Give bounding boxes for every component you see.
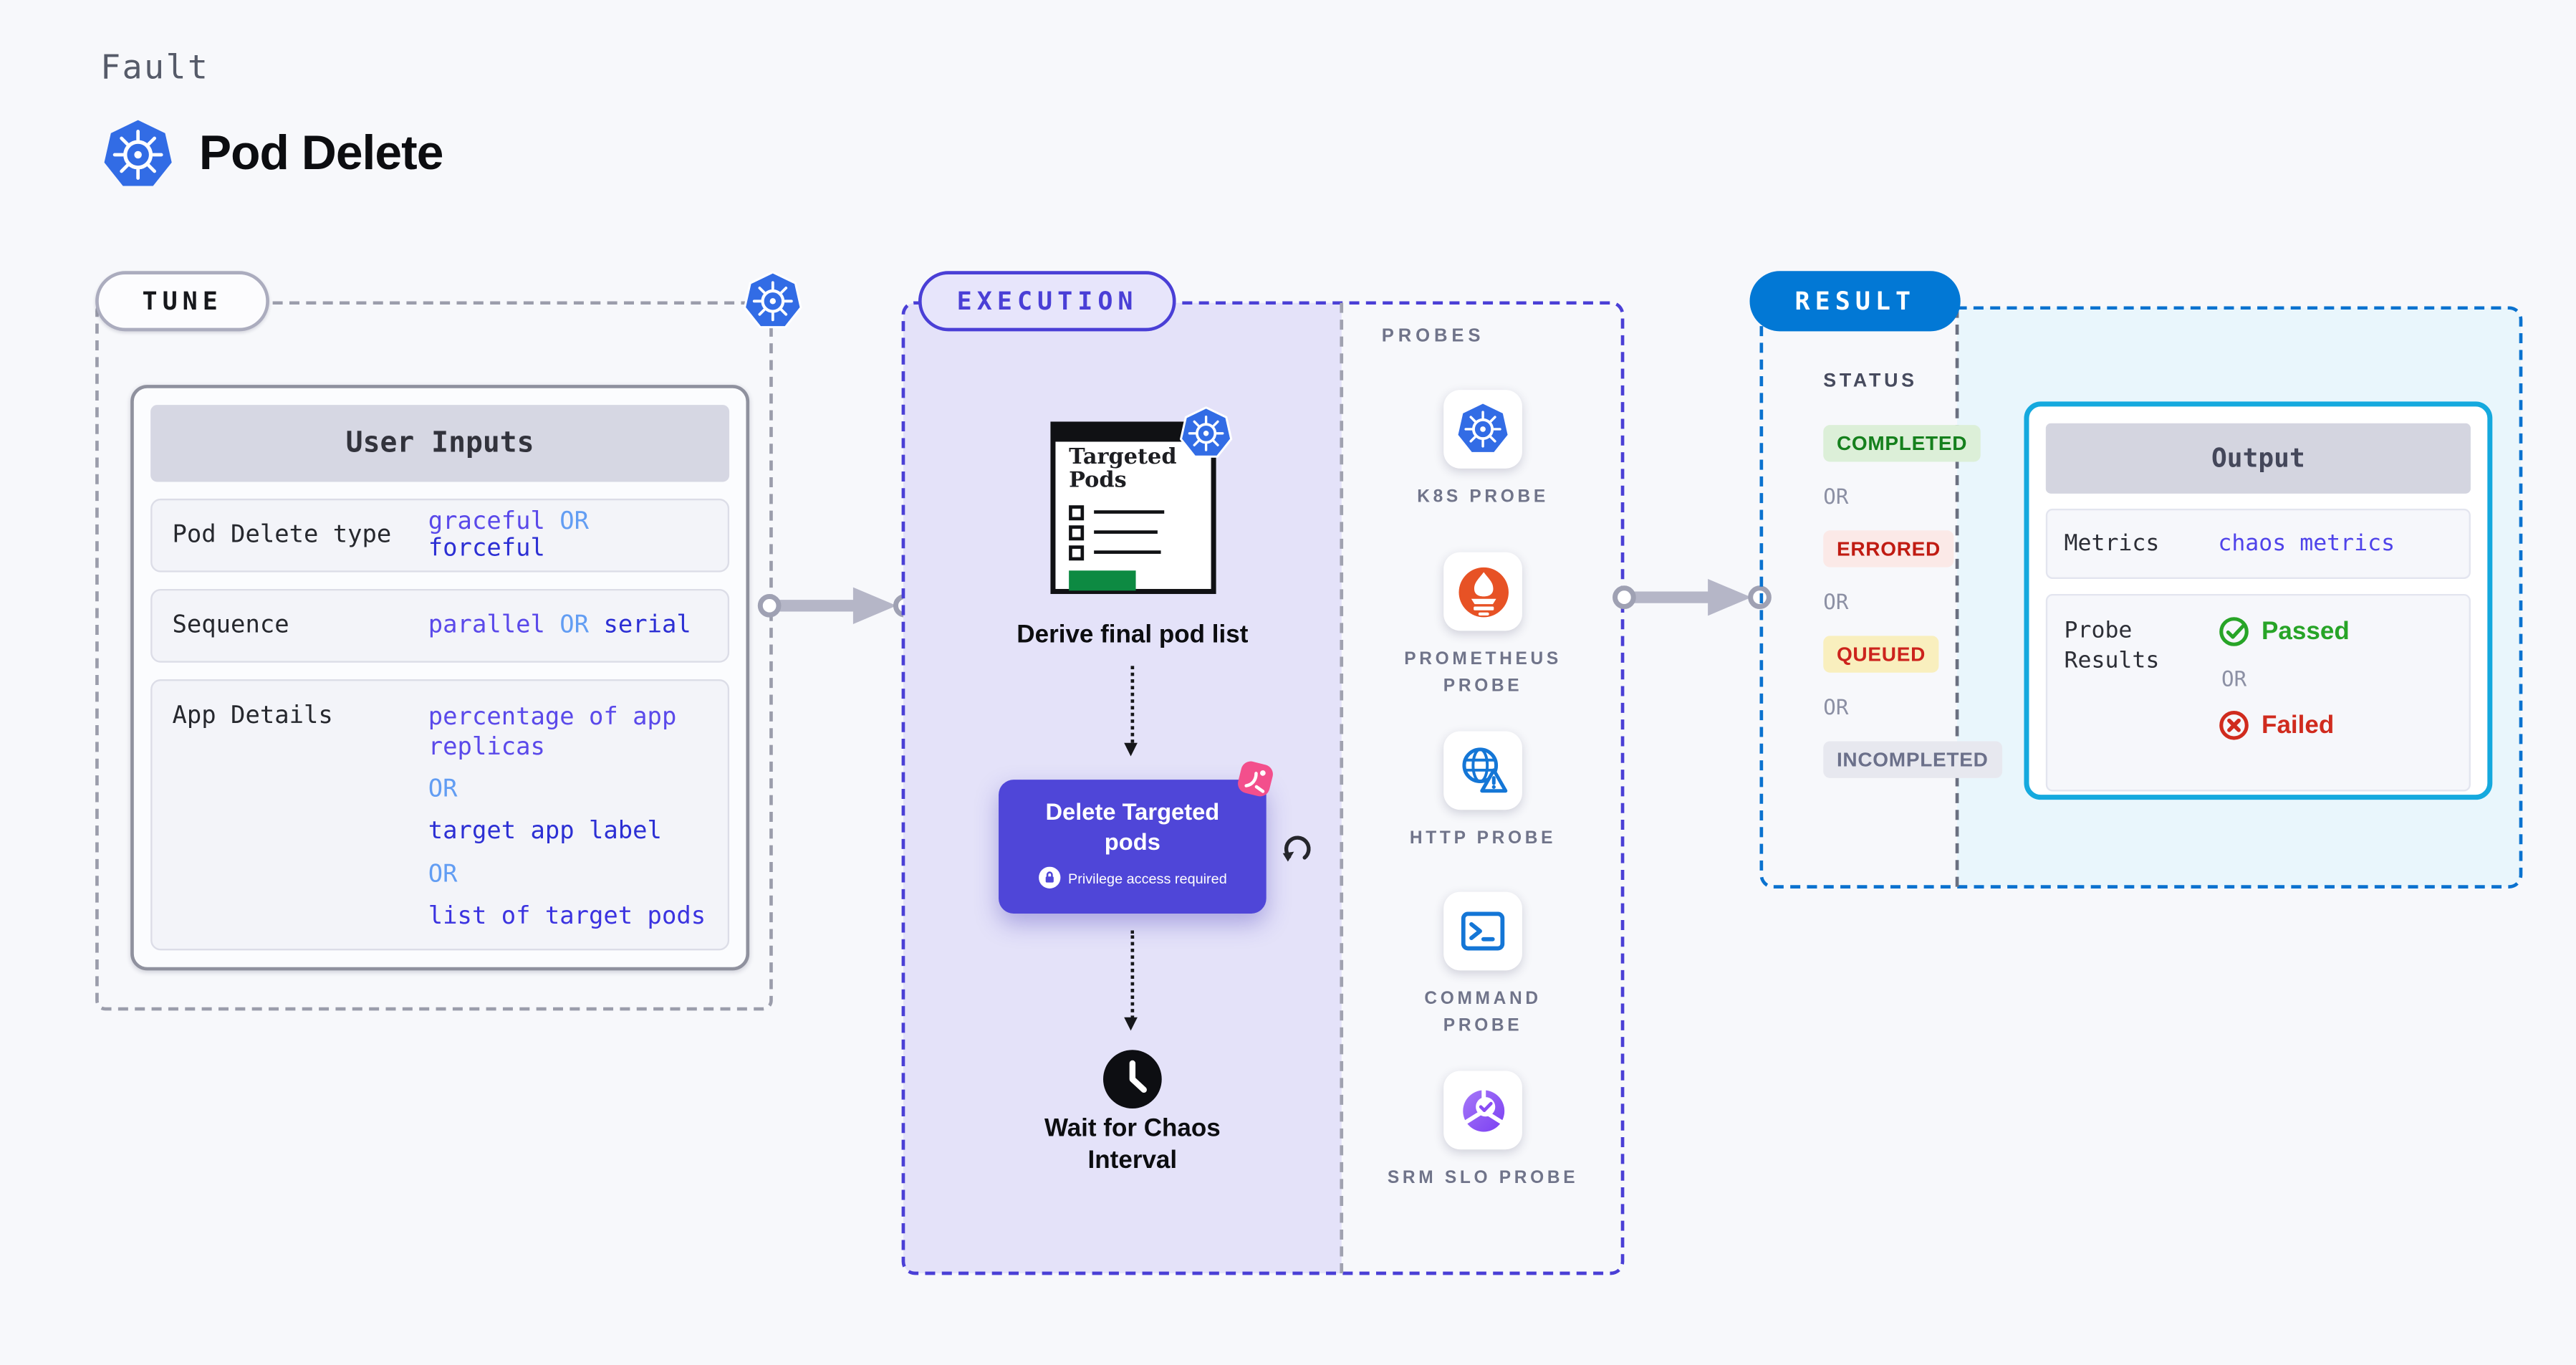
- probe-label: SRM SLO PROBE: [1387, 1167, 1579, 1188]
- probe-label: HTTP PROBE: [1409, 828, 1557, 848]
- checkbox-icon: [1069, 504, 1085, 520]
- execution-probes-divider: [1340, 302, 1344, 1274]
- derive-pod-list-caption: Derive final pod list: [1017, 621, 1249, 650]
- flow-connector: [1124, 666, 1138, 757]
- user-inputs-header: User Inputs: [150, 405, 730, 482]
- flow-arrow-icon: [757, 587, 917, 624]
- status-column: STATUS COMPLETED OR ERRORED OR QUEUED OR…: [1823, 371, 2002, 778]
- probe-label: K8S PROBE: [1417, 487, 1549, 507]
- fault-eyebrow: Fault: [100, 47, 210, 87]
- result-section-box: [1759, 306, 2523, 889]
- failed-label: Failed: [2262, 711, 2335, 740]
- chaos-icon: [1238, 761, 1273, 797]
- status-badge-queued: QUEUED: [1823, 636, 1939, 673]
- status-title: STATUS: [1823, 371, 1918, 392]
- metrics-row: Metrics chaos metrics: [2045, 508, 2471, 579]
- flow-connector: [1124, 930, 1138, 1031]
- delete-targeted-pods-node: Delete Targeted pods Privilege access re…: [999, 780, 1267, 914]
- status-badge-incompleted: INCOMPLETED: [1823, 741, 2002, 778]
- delete-node-title: Delete Targeted pods: [1045, 798, 1220, 856]
- privilege-note: Privilege access required: [1067, 869, 1227, 887]
- probe-results-label: Probe Results: [2064, 617, 2160, 675]
- x-circle-icon: [2219, 710, 2249, 740]
- prometheus-probe-card: [1443, 552, 1522, 631]
- status-output-divider: [1955, 307, 1959, 887]
- tune-section-box: [95, 301, 773, 1011]
- check-circle-icon: [2219, 617, 2249, 646]
- execution-section-box: [901, 301, 1625, 1275]
- execution-badge: EXECUTION: [918, 271, 1177, 332]
- k8s-probe-card: [1443, 390, 1522, 469]
- metrics-value: chaos metrics: [2218, 530, 2395, 557]
- checkbox-icon: [1069, 525, 1085, 540]
- probe-label: PROMETHEUS PROBE: [1404, 649, 1562, 697]
- window-titlebar: [1054, 425, 1213, 442]
- passed-label: Passed: [2262, 617, 2350, 646]
- status-badge-errored: ERRORED: [1823, 530, 1954, 567]
- metrics-label: Metrics: [2064, 530, 2160, 557]
- targeted-pods-title: Targeted Pods: [1069, 445, 1177, 494]
- table-row: App Details percentage of app replicas O…: [150, 679, 730, 951]
- or-separator: OR: [1823, 694, 1849, 720]
- http-probe-card: [1443, 731, 1522, 810]
- or-separator: OR: [2221, 666, 2247, 691]
- tune-badge: TUNE: [95, 271, 270, 332]
- probe-results-row: Probe Results Passed OR Failed: [2045, 593, 2471, 792]
- globe-warning-icon: [1461, 747, 1507, 792]
- refresh-icon: [1282, 835, 1311, 862]
- green-button-bar: [1069, 570, 1136, 590]
- prometheus-icon: [1458, 566, 1508, 617]
- srm-slo-probe-card: [1443, 1071, 1522, 1150]
- kubernetes-icon: [1179, 406, 1233, 458]
- command-probe-card: [1443, 891, 1522, 971]
- output-header: Output: [2045, 423, 2471, 494]
- status-badge-completed: COMPLETED: [1823, 425, 1981, 462]
- row-label: App Details: [172, 702, 333, 730]
- row-label: Pod Delete type: [172, 522, 392, 549]
- output-card: Output Metrics chaos metrics Probe Resul…: [2024, 401, 2493, 800]
- kubernetes-icon: [104, 120, 172, 186]
- or-separator: OR: [1823, 588, 1849, 614]
- clock-icon: [1102, 1050, 1162, 1109]
- kubernetes-icon: [1458, 403, 1508, 452]
- wait-chaos-caption: Wait for Chaos Interval: [1044, 1114, 1221, 1174]
- row-value: percentage of app replicas OR target app…: [428, 704, 706, 930]
- terminal-icon: [1461, 911, 1505, 951]
- targeted-pods-node: Targeted Pods: [1050, 421, 1216, 594]
- slo-check-icon: [1462, 1088, 1504, 1131]
- result-badge: RESULT: [1749, 271, 1961, 332]
- row-value: parallel OR serial: [428, 612, 691, 640]
- lock-icon: [1037, 867, 1060, 889]
- row-label: Sequence: [172, 612, 289, 640]
- row-value: graceful OR forceful: [428, 508, 590, 562]
- or-separator: OR: [1823, 483, 1849, 509]
- probe-label: COMMAND PROBE: [1424, 989, 1542, 1037]
- user-inputs-table: User Inputs Pod Delete type graceful OR …: [130, 385, 750, 971]
- page-title: Pod Delete: [198, 127, 444, 181]
- probe-results-values: Passed OR Failed: [2218, 616, 2350, 790]
- flow-arrow-icon: [1613, 578, 1772, 616]
- table-row: Pod Delete type graceful OR forceful: [150, 498, 730, 573]
- probes-title: PROBES: [1381, 326, 1485, 347]
- kubernetes-icon: [743, 271, 802, 329]
- checkbox-icon: [1069, 545, 1085, 560]
- table-row: Sequence parallel OR serial: [150, 588, 730, 663]
